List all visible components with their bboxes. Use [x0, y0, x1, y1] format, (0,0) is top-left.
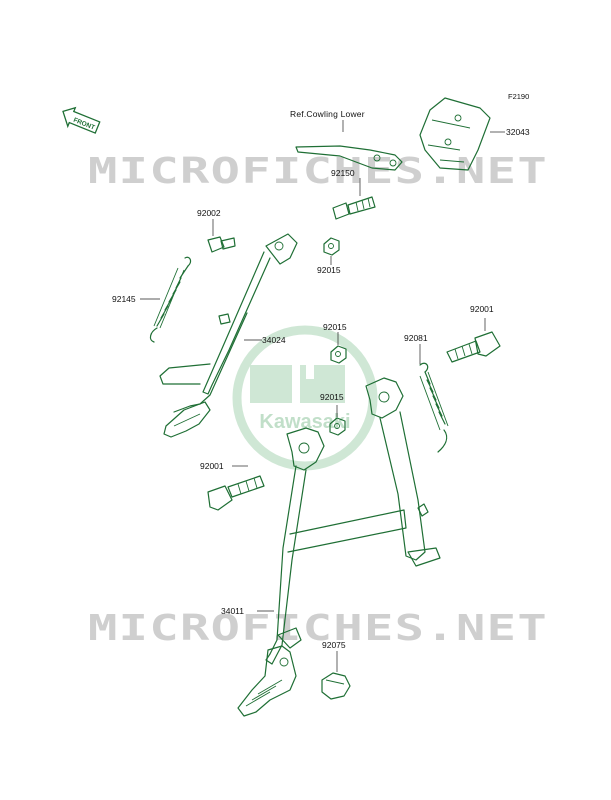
watermark-top: MICROFICHES.NET	[88, 151, 548, 192]
part-number-92150: 92150	[331, 168, 355, 178]
part-92150	[332, 196, 376, 220]
part-number-32043: 32043	[506, 127, 530, 137]
part-34024	[159, 233, 298, 438]
part-32043	[295, 97, 491, 171]
part-number-92075: 92075	[322, 640, 346, 650]
part-number-34011: 34011	[221, 606, 244, 616]
part-92015-top	[323, 237, 340, 256]
part-92001-left	[207, 475, 265, 511]
reference-note: Ref.Cowling Lower	[290, 109, 365, 119]
part-number-92145: 92145	[112, 294, 136, 304]
part-number-92001-right: 92001	[470, 304, 494, 314]
part-number-92015-top: 92015	[317, 265, 341, 275]
part-92081	[419, 362, 449, 453]
front-arrow-icon: FRONT	[62, 106, 101, 134]
part-92015-lower	[329, 417, 346, 436]
watermark-bottom: MICROFICHES.NET	[88, 608, 548, 649]
part-number-92002: 92002	[197, 208, 221, 218]
part-number-34024: 34024	[262, 335, 286, 345]
part-number-92015-middle: 92015	[323, 322, 347, 332]
part-number-92001-left: 92001	[200, 461, 224, 471]
part-number-92081: 92081	[404, 333, 428, 343]
part-92001-right	[446, 331, 501, 363]
part-92002	[207, 236, 236, 253]
part-92145	[149, 256, 192, 343]
figure-code: F2190	[508, 92, 529, 101]
part-92075	[321, 672, 351, 700]
part-34011	[237, 377, 441, 717]
part-number-92015-lower: 92015	[320, 392, 344, 402]
svg-text:Kawasaki: Kawasaki	[259, 411, 350, 433]
kawasaki-logo: Kawasaki	[232, 325, 378, 471]
part-92015-middle	[330, 345, 347, 364]
